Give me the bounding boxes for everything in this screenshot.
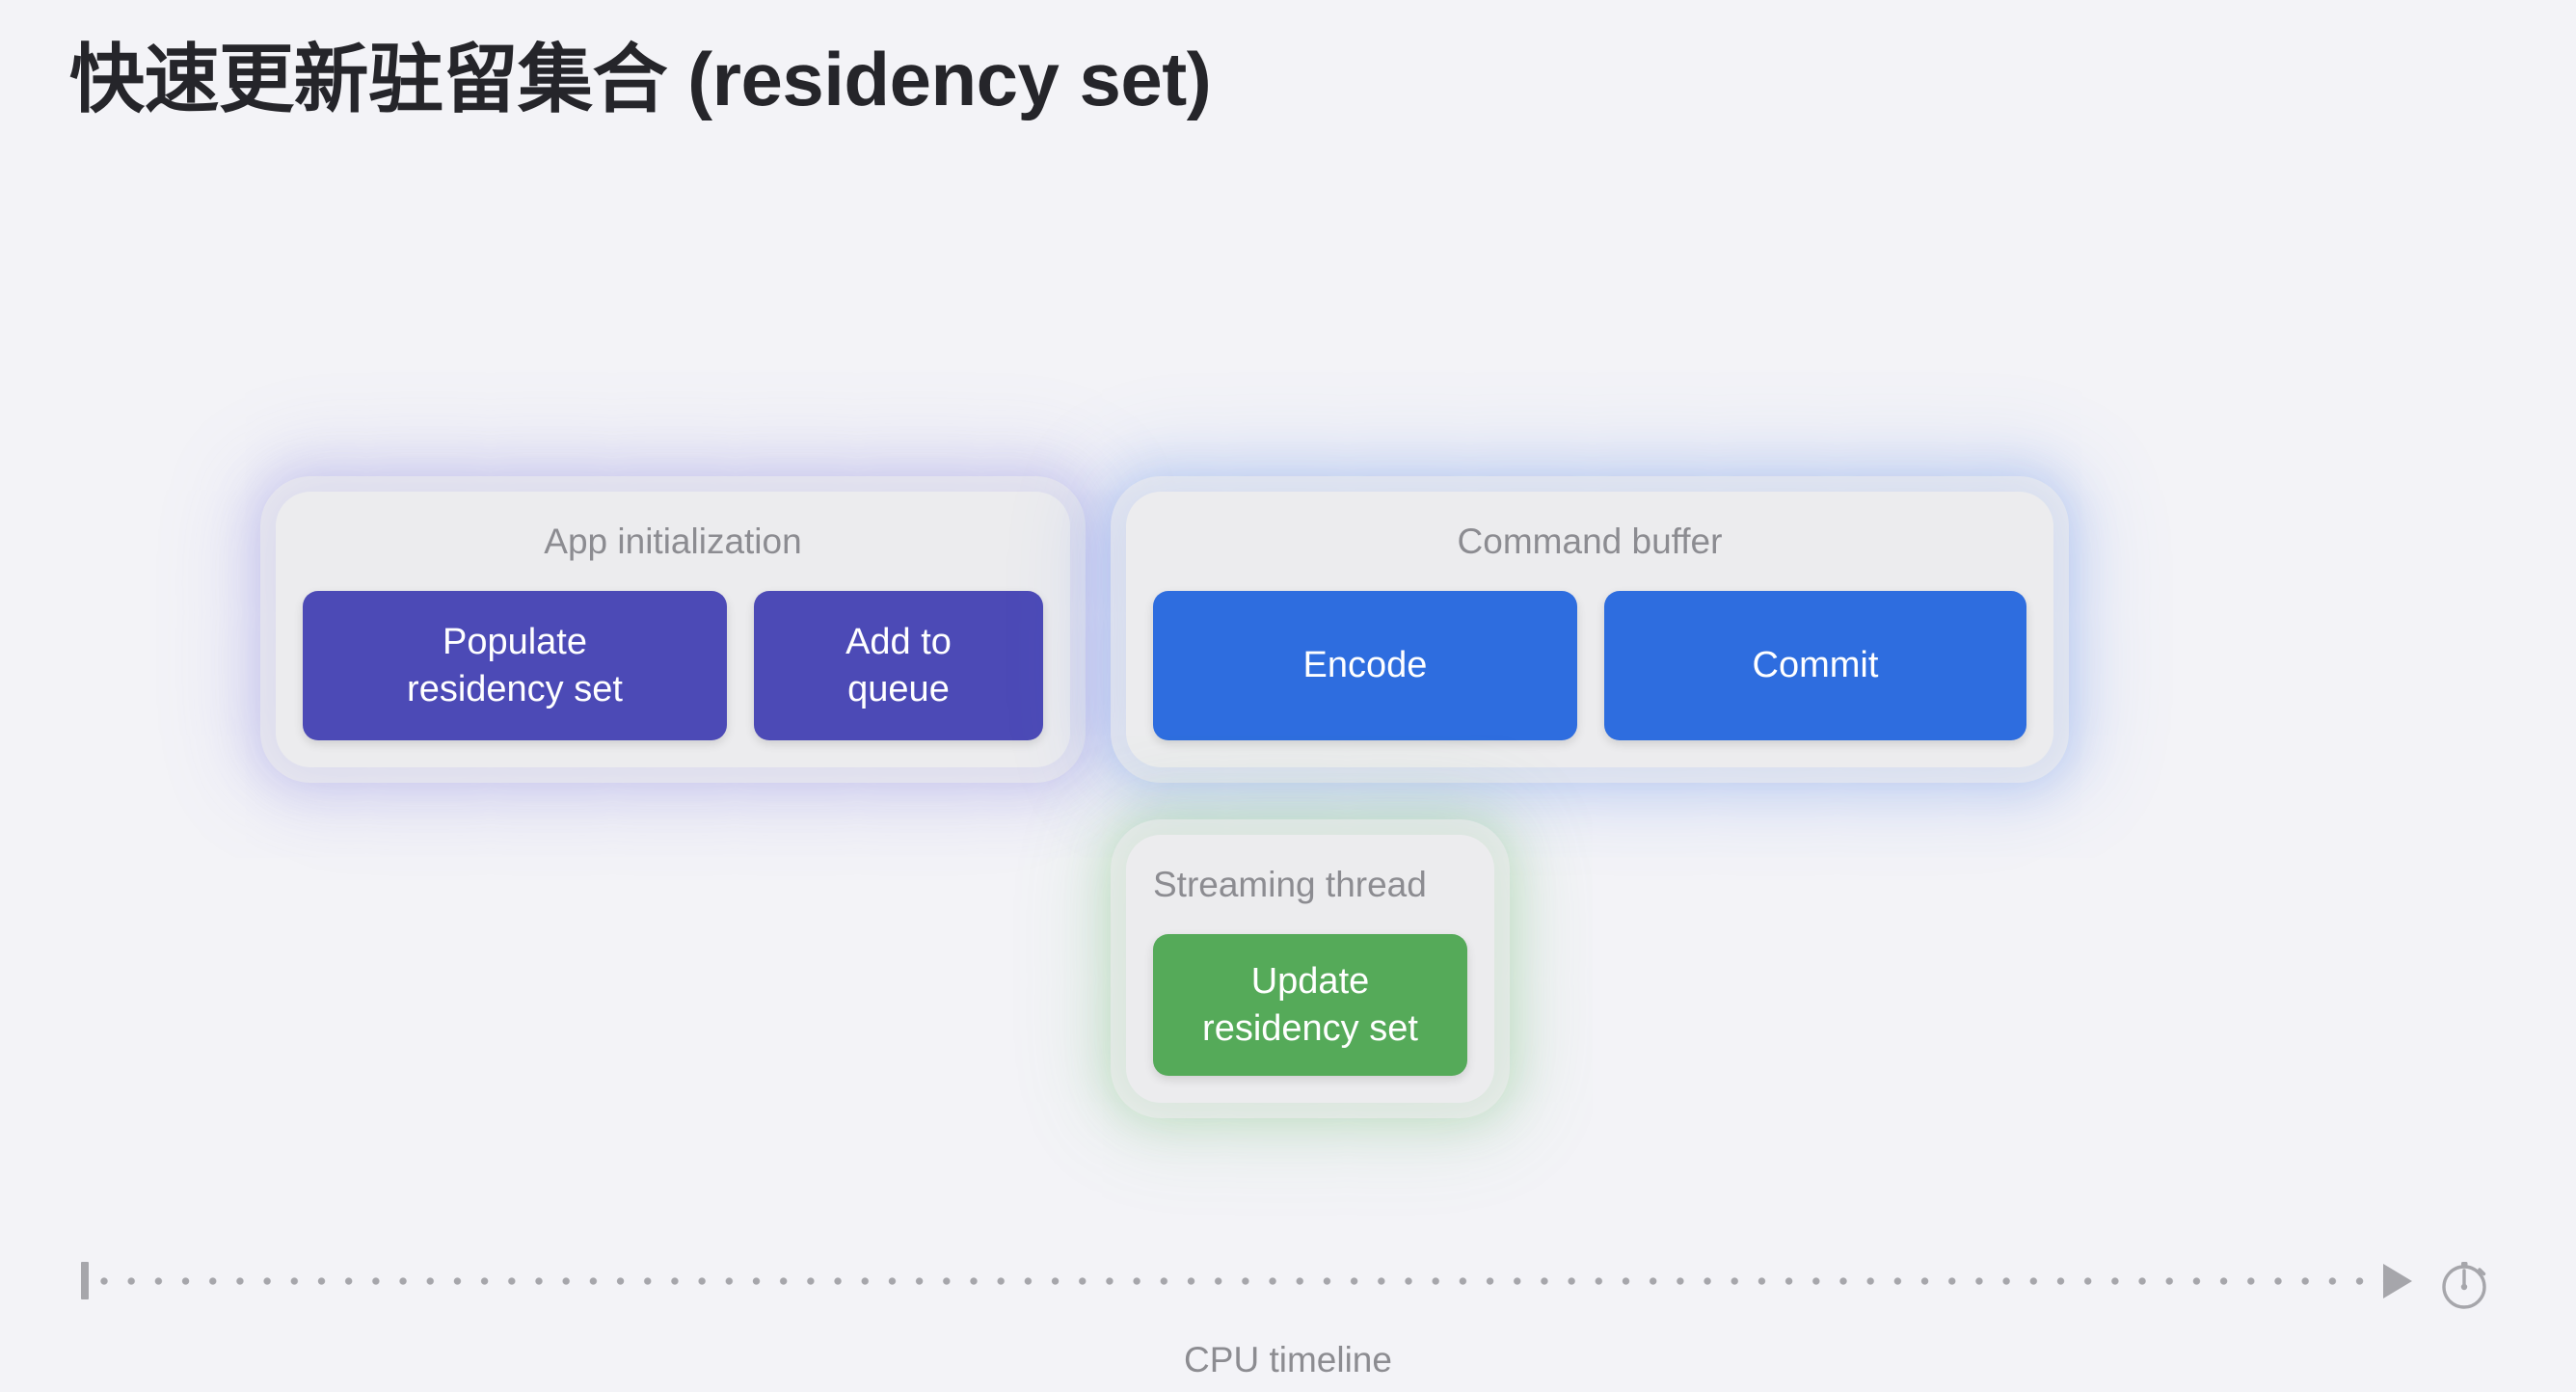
group-label-command-buffer: Command buffer — [1457, 522, 1723, 561]
timeline-dotted-line — [100, 1277, 2385, 1285]
group-card-app-initialization: App initialization Populate residency se… — [276, 492, 1070, 767]
group-card-command-buffer: Command buffer Encode Commit — [1126, 492, 2053, 767]
task-row-command-buffer: Encode Commit — [1153, 591, 2026, 740]
group-card-streaming-thread: Streaming thread Update residency set — [1126, 835, 1494, 1103]
cpu-timeline — [0, 1253, 2576, 1321]
task-box-commit[interactable]: Commit — [1604, 591, 2026, 740]
page-title: 快速更新驻留集合 (residency set) — [69, 37, 1212, 121]
task-box-update-residency-set[interactable]: Update residency set — [1153, 934, 1467, 1076]
task-box-encode[interactable]: Encode — [1153, 591, 1577, 740]
task-row-streaming-thread: Update residency set — [1153, 934, 1467, 1076]
group-label-app-initialization: App initialization — [544, 522, 802, 561]
group-label-streaming-thread: Streaming thread — [1153, 865, 1427, 904]
task-box-populate-residency-set[interactable]: Populate residency set — [303, 591, 727, 740]
timeline-caption: CPU timeline — [1184, 1340, 1392, 1379]
task-row-app-initialization: Populate residency set Add to queue — [303, 591, 1043, 740]
timeline-arrow-icon — [2383, 1264, 2412, 1298]
stopwatch-icon — [2434, 1253, 2494, 1313]
task-box-add-to-queue[interactable]: Add to queue — [754, 591, 1043, 740]
timeline-start-tick — [81, 1262, 89, 1299]
